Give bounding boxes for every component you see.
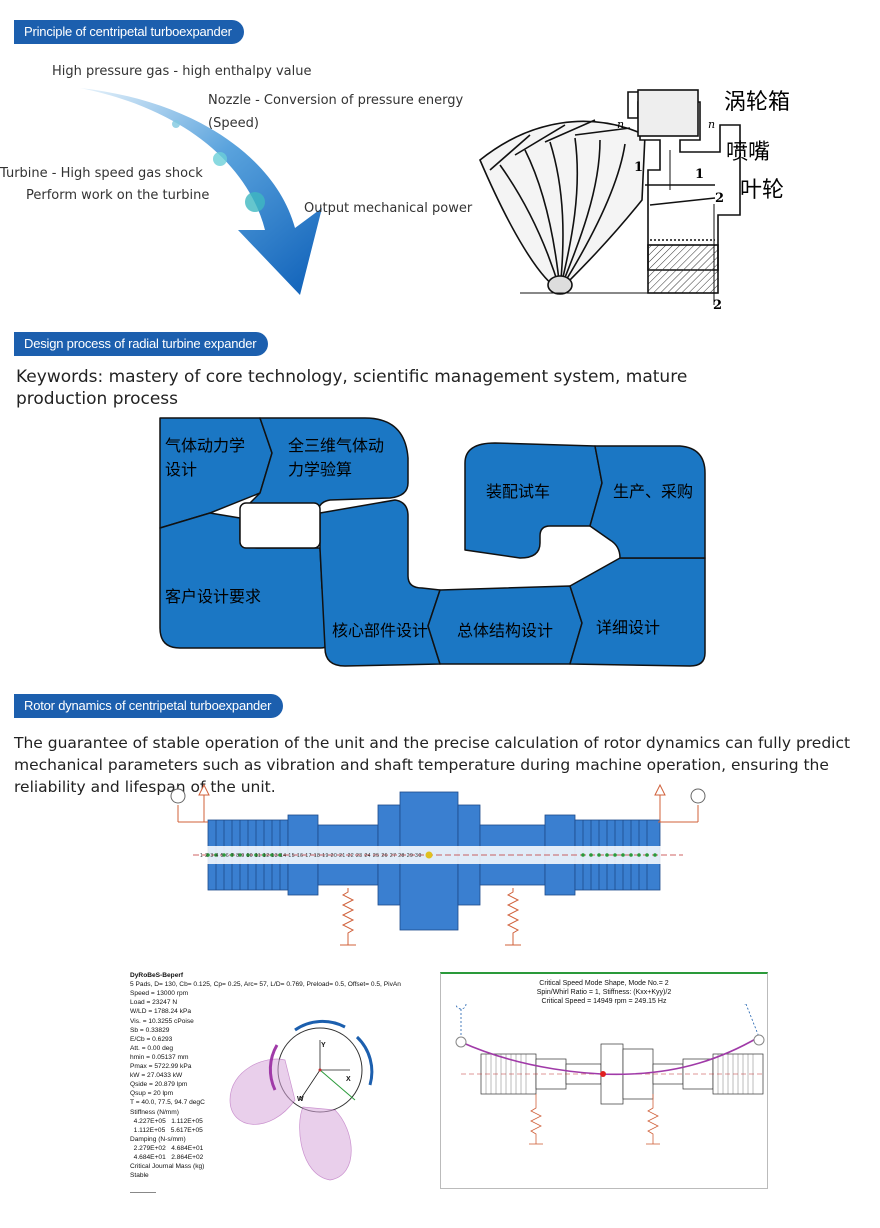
report-line: Sb = 0.33829 xyxy=(130,1026,170,1034)
report-line: Speed = 13000 rpm xyxy=(130,990,189,998)
label-nozzle-zh: 喷嘴 xyxy=(726,140,771,165)
label-1b: 1 xyxy=(695,167,705,182)
report-line: Critical Journal Mass (kg) xyxy=(130,1163,205,1171)
step-full-3d-2: 力学验算 xyxy=(288,460,353,479)
turbine-impeller-drawing xyxy=(479,89,741,305)
report-line: 4.227E+05 1.112E+05 xyxy=(130,1117,203,1125)
step-gas-dynamics-1: 气体动力学 xyxy=(165,436,246,455)
bearing-pad-plot xyxy=(229,1019,374,1181)
label-1a: 1 xyxy=(634,160,644,175)
report-line: Stable xyxy=(130,1172,149,1180)
section-tag-design: Design process of radial turbine expande… xyxy=(14,332,269,356)
label-casing: 涡轮箱 xyxy=(724,90,791,115)
step-full-3d-1: 全三维气体动 xyxy=(288,436,385,455)
shaft-station-labels: 1 2 3 4 5 6 7 8 9 10 11 12 13 14 15 16 1… xyxy=(200,853,422,859)
report-line: W/LD = 1788.24 kPa xyxy=(130,1008,192,1016)
report-line: 4.684E+01 2.864E+02 xyxy=(130,1154,204,1161)
report-line: 1.112E+05 5.617E+05 xyxy=(130,1126,203,1134)
step-overall: 总体结构设计 xyxy=(457,621,554,640)
axis-x-label: X xyxy=(346,1076,351,1083)
report-line: T = 40.0, 77.5, 94.7 degC xyxy=(130,1099,205,1107)
rotor-model-drawing xyxy=(170,783,706,946)
step-assembly: 装配试车 xyxy=(486,482,551,501)
axis-w-label: W xyxy=(297,1096,304,1103)
keywords-line1: Keywords: mastery of core technology, sc… xyxy=(16,367,688,387)
report-line: 5 Pads, D= 130, Cb= 0.125, Cp= 0.25, Arc… xyxy=(130,981,401,989)
bearing-report: DyRoBeS-Beperf 5 Pads, D= 130, Cb= 0.125,… xyxy=(130,972,440,1202)
report-line: Qsup = 20 lpm xyxy=(130,1090,174,1098)
label-output: Output mechanical power xyxy=(304,201,473,216)
axis-y-label: Y xyxy=(321,1042,326,1049)
label-high-pressure: High pressure gas - high enthalpy value xyxy=(52,64,312,79)
report-line: kW = 27.0433 kW xyxy=(130,1072,183,1080)
design-flow-diagram xyxy=(159,417,706,667)
mode-shape-plot xyxy=(455,1004,765,1145)
mode-shape-panel: Critical Speed Mode Shape, Mode No.= 2 S… xyxy=(440,972,768,1189)
report-line: Qside = 20.879 lpm xyxy=(130,1081,188,1089)
mode-shape-title: Critical Speed Mode Shape, Mode No.= 2 xyxy=(539,980,669,987)
report-line: Vis. = 10.3255 cPoise xyxy=(130,1017,194,1025)
report-underline xyxy=(130,1192,156,1193)
process-arrow xyxy=(80,88,322,295)
step-gas-dynamics-2: 设计 xyxy=(165,460,198,479)
label-2b: 2 xyxy=(713,298,723,313)
report-line: 2.279E+02 4.684E+01 xyxy=(130,1144,204,1152)
report-line: Damping (N-s/mm) xyxy=(130,1135,186,1143)
report-line: E/Cb = 0.6293 xyxy=(130,1035,173,1043)
section-tag-principle: Principle of centripetal turboexpander xyxy=(14,20,244,44)
step-production: 生产、采购 xyxy=(613,482,694,501)
mode-shape-speed: Critical Speed = 14949 rpm = 249.15 Hz xyxy=(541,998,667,1005)
report-line: Stiffness (N/mm) xyxy=(130,1108,179,1116)
label-nozzle-speed: (Speed) xyxy=(208,116,259,131)
step-core-parts: 核心部件设计 xyxy=(332,621,429,640)
label-2a: 2 xyxy=(715,191,725,206)
report-line: hmin = 0.05137 mm xyxy=(130,1053,189,1061)
report-line: Pmax = 5722.99 kPa xyxy=(130,1063,192,1070)
step-customer: 客户设计要求 xyxy=(165,587,262,606)
label-impeller: 叶轮 xyxy=(740,178,785,203)
report-line: DyRoBeS-Beperf xyxy=(130,972,184,979)
label-nozzle: Nozzle - Conversion of pressure energy xyxy=(208,93,464,108)
report-line: Att. = 0.00 deg xyxy=(130,1044,174,1052)
label-n-left: n xyxy=(617,118,625,131)
label-n-right: n xyxy=(708,118,716,131)
label-turbine-work: Perform work on the turbine xyxy=(26,188,210,203)
report-line: Load = 23247 N xyxy=(130,999,178,1007)
rotor-paragraph: The guarantee of stable operation of the… xyxy=(14,734,851,796)
step-detail: 详细设计 xyxy=(596,618,661,637)
section-tag-rotor: Rotor dynamics of centripetal turboexpan… xyxy=(14,694,284,718)
mode-shape-ratio: Spin/Whirl Ratio = 1, Stiffness: (Kxx+Ky… xyxy=(536,989,672,996)
keywords-line2: production process xyxy=(16,389,179,409)
label-turbine: Turbine - High speed gas shock xyxy=(0,166,203,181)
